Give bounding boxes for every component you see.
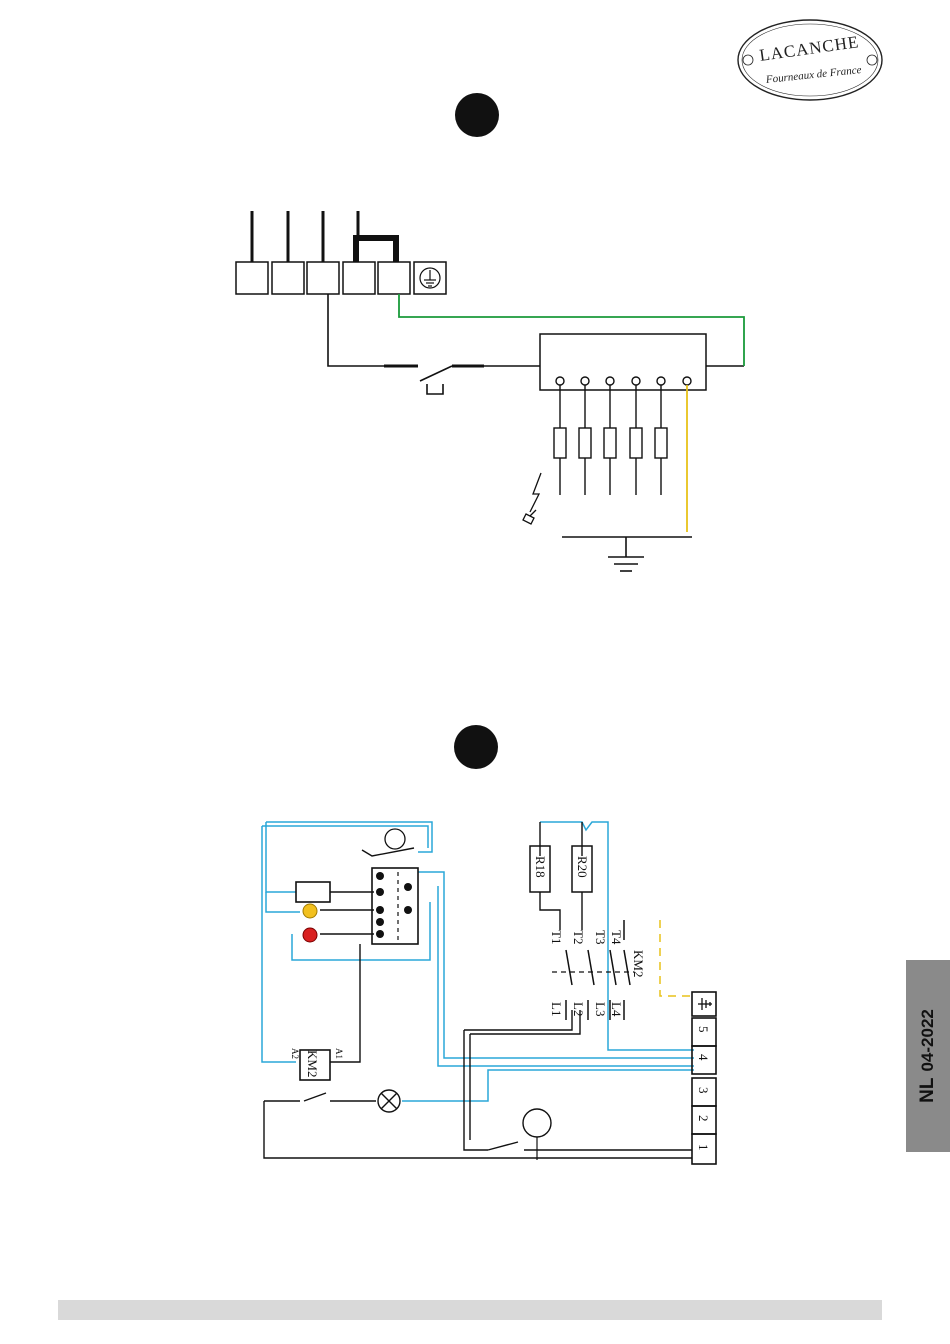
label-t2: T2 bbox=[571, 930, 586, 944]
label-l2: L2 bbox=[571, 1002, 586, 1016]
terminal-bridge bbox=[356, 238, 396, 262]
resistor bbox=[296, 882, 330, 902]
terminal-block-2 bbox=[692, 992, 716, 1164]
spark-generator bbox=[540, 334, 706, 390]
label-r18: R18 bbox=[533, 856, 548, 878]
edition-tab-text: NL 04-2022 bbox=[917, 1009, 939, 1103]
terminal-label-4: 4 bbox=[696, 1054, 711, 1061]
label-t3: T3 bbox=[593, 930, 608, 944]
label-coil-a1: A1 bbox=[334, 1048, 344, 1059]
push-switch bbox=[420, 366, 484, 394]
yellow-earth-wire bbox=[660, 920, 694, 996]
label-t1: T1 bbox=[549, 930, 564, 944]
label-l4: L4 bbox=[609, 1002, 624, 1017]
diagram1 bbox=[236, 211, 744, 571]
control-block-dots bbox=[376, 872, 412, 938]
wire bbox=[328, 294, 384, 366]
label-r20: R20 bbox=[575, 856, 590, 878]
yellow-indicator-lamp bbox=[303, 904, 317, 918]
terminal-label-3: 3 bbox=[696, 1087, 711, 1094]
label-t4: T4 bbox=[609, 930, 624, 945]
terminal-label-2: 2 bbox=[696, 1115, 711, 1122]
section-marker-2 bbox=[454, 725, 498, 769]
earth-icon bbox=[420, 268, 440, 288]
label-l3: L3 bbox=[593, 1002, 608, 1016]
diagram2 bbox=[262, 822, 716, 1164]
pilot-lamp-icon bbox=[378, 1090, 400, 1112]
edition-tab: NL 04-2022 bbox=[906, 960, 950, 1152]
label-l1: L1 bbox=[549, 1002, 564, 1016]
label-km2-contactor: KM2 bbox=[631, 950, 646, 977]
terminal-block-1 bbox=[236, 262, 446, 294]
edition-language: NL bbox=[917, 1078, 938, 1103]
edition-date: 04-2022 bbox=[918, 1009, 937, 1071]
footer-bar bbox=[58, 1300, 882, 1320]
terminal-label-1: 1 bbox=[696, 1144, 711, 1151]
terminal-label-5: 5 bbox=[696, 1026, 711, 1033]
lacanche-logo: LACANCHE Fourneaux de France bbox=[736, 18, 884, 102]
earth-wire bbox=[399, 294, 744, 366]
label-coil-a2: A2 bbox=[290, 1048, 300, 1059]
ground-icon bbox=[608, 537, 644, 571]
earth-terminal-icon bbox=[698, 998, 712, 1010]
black-wiring bbox=[264, 822, 692, 1158]
blue-wiring bbox=[262, 822, 694, 1101]
thermostat-dial bbox=[385, 829, 405, 849]
label-coil-km2: KM2 bbox=[305, 1050, 320, 1077]
spark-icon bbox=[523, 473, 541, 524]
red-indicator-lamp bbox=[303, 928, 317, 942]
section-marker-1 bbox=[455, 93, 499, 137]
igniter-electrodes bbox=[554, 385, 667, 495]
fan-motor bbox=[523, 1109, 551, 1137]
generator-outputs bbox=[556, 377, 691, 385]
